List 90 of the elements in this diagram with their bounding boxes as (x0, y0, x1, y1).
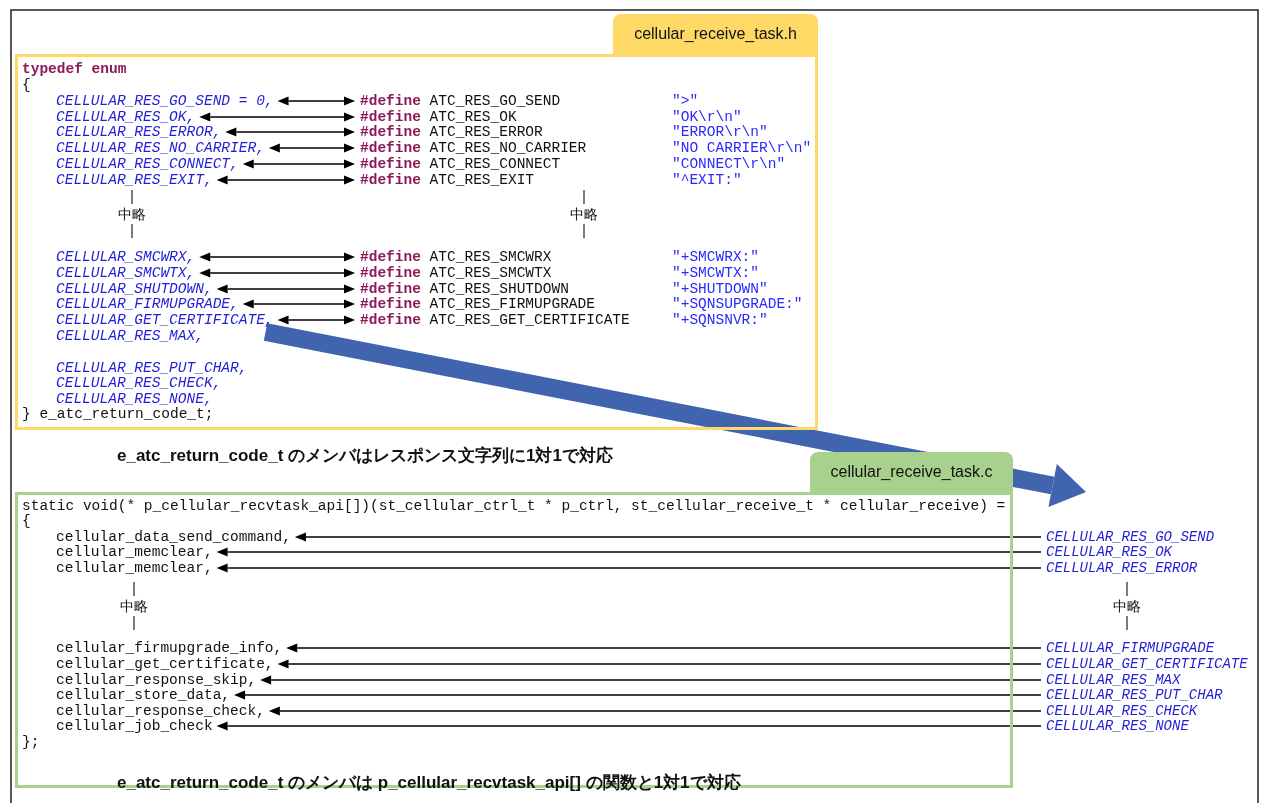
function-name: cellular_get_certificate, (56, 656, 274, 672)
enum-member: CELLULAR_RES_CHECK (1046, 703, 1198, 719)
double-arrow (242, 299, 355, 309)
string-literal: "CONNECT\r\n" (672, 156, 786, 172)
double-arrow (225, 127, 355, 137)
string-literal: "+SQNSUPGRADE:" (672, 296, 803, 312)
double-arrow (199, 268, 355, 278)
define-line: #define ATC_RES_FIRMUPGRADE (360, 296, 595, 312)
enum-member: CELLULAR_RES_OK, (56, 109, 196, 125)
enum-member: CELLULAR_FIRMUPGRADE (1046, 640, 1215, 656)
code-line: typedef enum (22, 61, 127, 77)
string-literal: ">" (672, 93, 699, 109)
file-tab: cellular_receive_task.h (613, 14, 818, 54)
double-arrow (216, 175, 355, 185)
enum-member: CELLULAR_SMCWTX, (56, 265, 196, 281)
arrow (234, 690, 1042, 700)
double-arrow (199, 112, 355, 122)
arrow (216, 721, 1042, 731)
enum-member: CELLULAR_RES_CHECK, (56, 375, 222, 391)
enum-member: CELLULAR_RES_NONE (1046, 718, 1189, 734)
enum-member: CELLULAR_RES_PUT_CHAR, (56, 360, 248, 376)
define-line: #define ATC_RES_SMCWRX (360, 249, 552, 265)
omission-note: 中略 (120, 598, 148, 614)
string-literal: "+SHUTDOWN" (672, 281, 768, 297)
double-arrow (277, 315, 355, 325)
define-line: #define ATC_RES_SMCWTX (360, 265, 552, 281)
code-line: { (22, 77, 31, 93)
enum-member: CELLULAR_GET_CERTIFICATE, (56, 312, 274, 328)
arrow (277, 659, 1042, 669)
double-arrow (199, 252, 355, 262)
define-line: #define ATC_RES_NO_CARRIER (360, 140, 587, 156)
enum-member: CELLULAR_RES_ERROR (1046, 560, 1198, 576)
enum-member: CELLULAR_RES_CONNECT, (56, 156, 239, 172)
define-line: #define ATC_RES_CONNECT (360, 156, 561, 172)
enum-member: CELLULAR_GET_CERTIFICATE (1046, 656, 1248, 672)
omission-note: 中略 (118, 206, 146, 222)
function-name: cellular_data_send_command, (56, 529, 291, 545)
string-literal: "^EXIT:" (672, 172, 742, 188)
enum-member: CELLULAR_SHUTDOWN, (56, 281, 213, 297)
double-arrow (268, 143, 355, 153)
function-name: cellular_memclear, (56, 560, 213, 576)
arrow (294, 532, 1042, 542)
arrow (268, 706, 1042, 716)
code-line: } e_atc_return_code_t; (22, 406, 214, 422)
double-arrow (242, 159, 355, 169)
caption: e_atc_return_code_t のメンバはレスポンス文字列に1対1で対応 (117, 446, 613, 466)
code-line: { (22, 513, 31, 529)
string-literal: "ERROR\r\n" (672, 124, 768, 140)
enum-member: CELLULAR_RES_ERROR, (56, 124, 222, 140)
enum-member: CELLULAR_RES_EXIT, (56, 172, 213, 188)
function-name: cellular_response_check, (56, 703, 265, 719)
double-arrow (216, 284, 355, 294)
string-literal: "+SMCWRX:" (672, 249, 759, 265)
function-name: cellular_store_data, (56, 687, 231, 703)
enum-member: CELLULAR_RES_MAX (1046, 672, 1181, 688)
enum-member: CELLULAR_SMCWRX, (56, 249, 196, 265)
enum-member: CELLULAR_RES_MAX, (56, 328, 204, 344)
arrow (216, 547, 1042, 557)
function-name: cellular_job_check (56, 718, 213, 734)
enum-member: CELLULAR_RES_PUT_CHAR (1046, 687, 1223, 703)
define-line: #define ATC_RES_OK (360, 109, 517, 125)
string-literal: "+SQNSNVR:" (672, 312, 768, 328)
define-line: #define ATC_RES_SHUTDOWN (360, 281, 569, 297)
function-name: cellular_memclear, (56, 544, 213, 560)
arrow (260, 675, 1042, 685)
file-tab: cellular_receive_task.c (810, 452, 1013, 492)
omission-note: 中略 (570, 206, 598, 222)
string-literal: "NO CARRIER\r\n" (672, 140, 812, 156)
caption: e_atc_return_code_t のメンバは p_cellular_recvtask_api[] の関数と1対1で対応 (117, 773, 741, 793)
block-arrow (263, 323, 1086, 508)
arrow (286, 643, 1042, 653)
arrow (216, 563, 1042, 573)
enum-member: CELLULAR_RES_OK (1046, 544, 1173, 560)
code-line: }; (22, 734, 40, 750)
string-literal: "OK\r\n" (672, 109, 742, 125)
enum-member: CELLULAR_RES_GO_SEND = 0, (56, 93, 274, 109)
function-name: cellular_response_skip, (56, 672, 257, 688)
string-literal: "+SMCWTX:" (672, 265, 759, 281)
define-line: #define ATC_RES_EXIT (360, 172, 535, 188)
enum-member: CELLULAR_FIRMUPGRADE, (56, 296, 239, 312)
define-line: #define ATC_RES_GET_CERTIFICATE (360, 312, 630, 328)
enum-member: CELLULAR_RES_GO_SEND (1046, 529, 1215, 545)
function-name: cellular_firmupgrade_info, (56, 640, 283, 656)
omission-note: 中略 (1113, 598, 1141, 614)
define-line: #define ATC_RES_ERROR (360, 124, 543, 140)
enum-member: CELLULAR_RES_NONE, (56, 391, 213, 407)
code-line: static void(* p_cellular_recvtask_api[])(st_cellular_ctrl_t * p_ctrl, st_cellular_receive_t * cellular_receive) = (22, 498, 1006, 514)
enum-member: CELLULAR_RES_NO_CARRIER, (56, 140, 265, 156)
define-line: #define ATC_RES_GO_SEND (360, 93, 561, 109)
double-arrow (277, 96, 355, 106)
